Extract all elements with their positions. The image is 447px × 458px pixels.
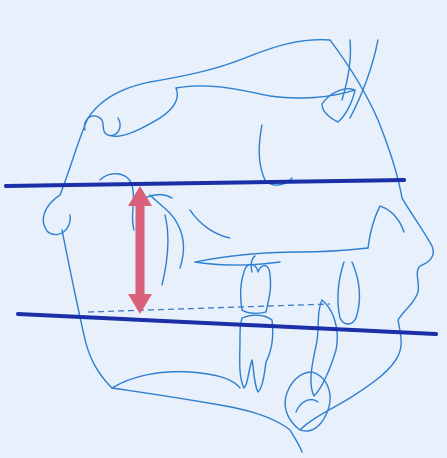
arrow-shaft xyxy=(136,198,145,300)
